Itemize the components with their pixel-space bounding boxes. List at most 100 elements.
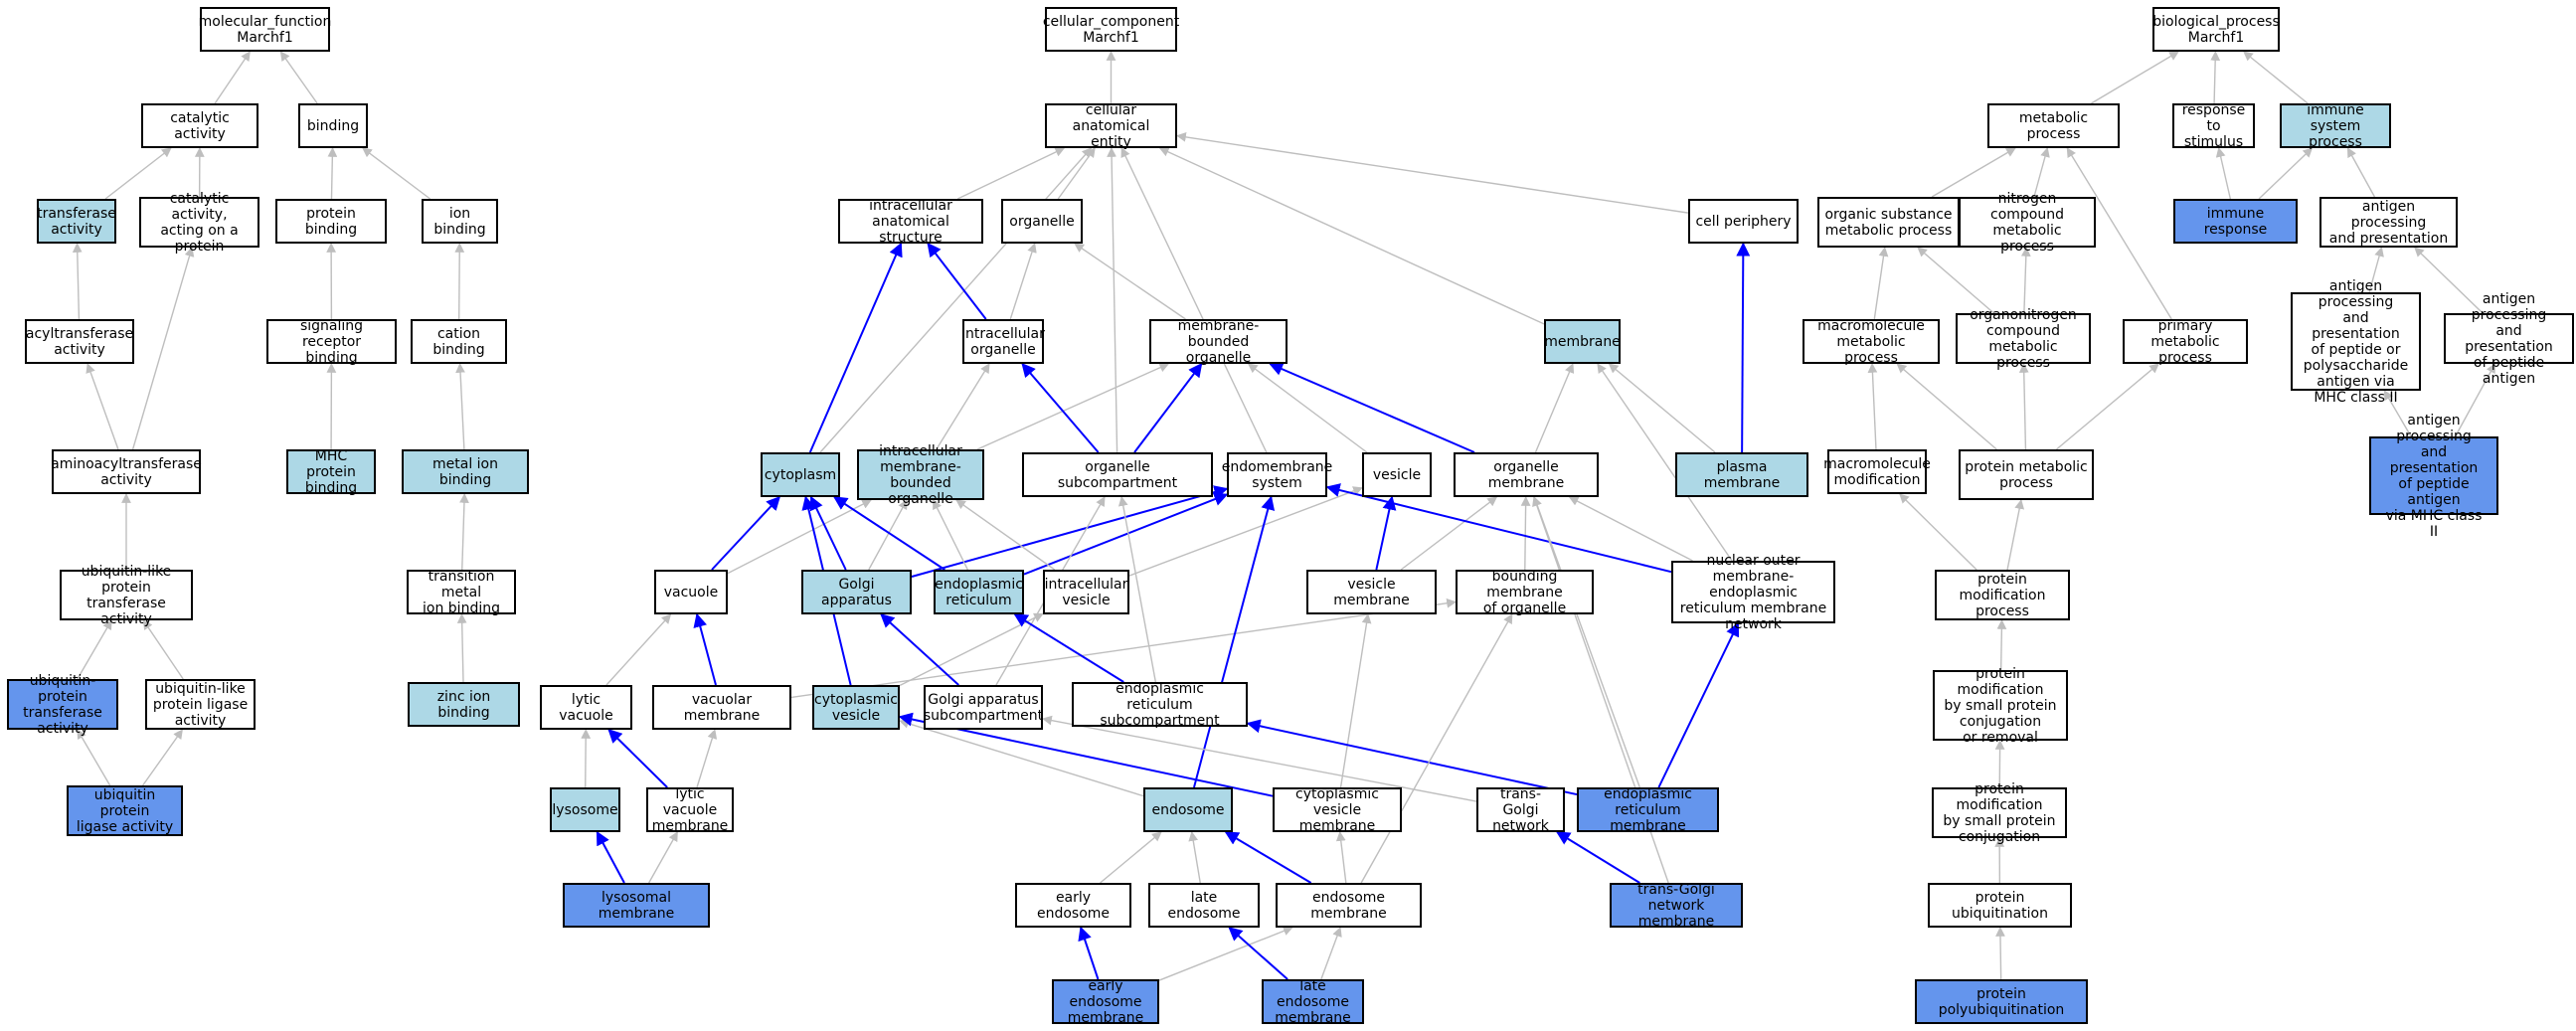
edge-transition-metal-to-metal-ion bbox=[459, 493, 469, 571]
edge-golgi-to-cytoplasm bbox=[809, 495, 847, 571]
edge-zinc-to-transition-metal bbox=[456, 613, 467, 683]
edge-org-membrane-to-membrane bbox=[1534, 363, 1575, 453]
edge-vesicle-membrane-to-org-membrane bbox=[1400, 496, 1498, 571]
edge-organonitrogen-to-organic-subst bbox=[1917, 247, 1994, 314]
edge-intra-vesicle-to-imbo bbox=[955, 499, 1056, 571]
go-term-node-ubl-ligase: ubiquitin-like protein ligase activity bbox=[145, 679, 256, 730]
edge-vacuole-to-imbo bbox=[727, 499, 872, 575]
go-term-node-metal-ion: metal ion binding bbox=[402, 449, 529, 494]
go-term-node-mf-root: molecular_function Marchf1 bbox=[199, 7, 331, 52]
go-term-node-response-stimulus: response to stimulus bbox=[2172, 102, 2255, 150]
edge-lytic-vac-membrane-to-vacuolar-membrane bbox=[696, 729, 718, 788]
go-term-node-early-endosome: early endosome bbox=[1015, 883, 1131, 928]
edge-imbo-to-mbo bbox=[976, 363, 1170, 450]
go-term-node-ubl-transferase: ubiquitin-like protein transferase activ… bbox=[60, 564, 193, 627]
edge-macromolecule-met-to-organic-subst bbox=[1873, 247, 1889, 320]
edge-er-to-cytoplasm bbox=[833, 496, 945, 571]
edge-aminoacyltransferase-to-cat-protein bbox=[131, 247, 195, 450]
go-term-node-nitrogen-comp: nitrogen compound metabolic process bbox=[1959, 191, 2096, 255]
edge-early-endo-membrane-to-endosome-membrane bbox=[1158, 926, 1293, 981]
edge-lysosome-to-lytic-vacuole bbox=[581, 729, 592, 788]
edge-ub-transferase-to-ubl-transferase bbox=[77, 619, 112, 680]
go-term-node-cation-binding: cation binding bbox=[411, 319, 507, 364]
edge-response-stimulus-to-bp-root bbox=[2210, 51, 2221, 104]
go-term-node-antigen-mhc2: antigen processing and presentation of p… bbox=[2291, 278, 2421, 406]
edge-endosome-membrane-to-cyto-vesicle-membrane bbox=[1335, 831, 1347, 884]
go-term-node-endosome: endosome bbox=[1143, 787, 1233, 832]
edge-intra-org-to-organelle bbox=[1009, 243, 1037, 320]
go-term-node-mhc-binding: MHC protein binding bbox=[286, 448, 376, 496]
edge-late-endo-membrane-to-endosome-membrane bbox=[1320, 927, 1342, 980]
go-term-node-cytoplasm: cytoplasm bbox=[761, 452, 840, 497]
edge-vesicle-to-mbo bbox=[1247, 363, 1368, 453]
edge-protein-polyub-to-protein-ub bbox=[1995, 927, 2005, 980]
go-term-node-late-endo-membrane: late endosome membrane bbox=[1262, 978, 1364, 1026]
go-term-node-org-membrane: organelle membrane bbox=[1454, 452, 1599, 497]
edge-protein-met-to-organonitrogen bbox=[2018, 363, 2029, 450]
go-term-node-macromolecule-met: macromolecule metabolic process bbox=[1803, 318, 1940, 366]
go-term-node-protein-mod-small: protein modification by small protein co… bbox=[1933, 666, 2068, 746]
edge-er-to-imbo bbox=[933, 499, 968, 571]
go-term-node-nuclear-outer: nuclear outer membrane-endoplasmic retic… bbox=[1671, 553, 1835, 632]
go-term-node-macromolecule-mod: macromolecule modification bbox=[1823, 449, 1931, 494]
edge-golgi-to-imbo bbox=[868, 499, 908, 571]
go-term-node-cae: cellular anatomical entity bbox=[1045, 102, 1177, 150]
go-term-node-immune-system: immune system process bbox=[2280, 102, 2391, 150]
go-term-node-protein-met: protein metabolic process bbox=[1959, 449, 2094, 500]
edge-ub-ligase-to-ubl-ligase bbox=[142, 729, 183, 786]
edge-plasma-membrane-to-cell-periphery bbox=[1736, 242, 1751, 453]
edge-organic-subst-to-metabolic bbox=[1931, 147, 2016, 198]
edge-organelle-to-cae bbox=[1057, 147, 1096, 200]
edge-late-endosome-to-endosome bbox=[1188, 831, 1201, 884]
edge-membrane-to-cae bbox=[1158, 147, 1545, 325]
go-term-node-signaling-receptor: signaling receptor binding bbox=[266, 318, 397, 366]
edge-golgi-subcomp-to-golgi bbox=[880, 613, 959, 686]
go-term-node-protein-mod: protein modification process bbox=[1935, 570, 2070, 620]
go-term-node-imbo: intracellular membrane-bounded organelle bbox=[857, 443, 984, 507]
edge-cyto-vesicle-membrane-to-cyto-vesicle bbox=[898, 712, 1274, 797]
go-term-node-lysosomal-membrane: lysosomal membrane bbox=[563, 883, 710, 928]
edge-er-membrane-to-nuclear-outer bbox=[1657, 621, 1740, 788]
edge-vacuolar-membrane-to-bounding-membrane bbox=[790, 598, 1457, 699]
go-term-node-er-membrane: endoplasmic reticulum membrane bbox=[1577, 786, 1719, 834]
go-term-node-late-endosome: late endosome bbox=[1148, 883, 1260, 928]
go-term-node-ub-ligase: ubiquitin protein ligase activity bbox=[67, 785, 183, 836]
edge-ias-to-cae bbox=[956, 147, 1066, 200]
edge-antigen-peptide-mhc2-to-antigen-peptide bbox=[2454, 363, 2496, 437]
edge-tgn-membrane-to-trans-golgi bbox=[1555, 831, 1640, 884]
edge-protein-binding-to-binding bbox=[327, 147, 338, 200]
edge-cell-periphery-to-cae bbox=[1176, 132, 1689, 214]
edge-nuclear-outer-to-org-membrane bbox=[1568, 496, 1693, 562]
go-term-node-intra-vesicle: intracellular vesicle bbox=[1043, 570, 1129, 614]
edge-cyto-vesicle-to-intra-vesicle bbox=[899, 612, 1044, 687]
edge-trans-golgi-to-golgi-subcomp bbox=[1042, 715, 1477, 802]
go-term-node-cell-periphery: cell periphery bbox=[1688, 199, 1799, 244]
edge-acyltransferase-to-transferase bbox=[72, 243, 83, 320]
edge-catalytic-to-mf-root bbox=[214, 51, 251, 104]
edge-nuclear-outer-to-endomembrane bbox=[1325, 483, 1672, 574]
go-term-node-cc-root: cellular_component Marchf1 bbox=[1043, 7, 1179, 52]
go-term-node-organonitrogen: organonitrogen compound metabolic proces… bbox=[1956, 307, 2091, 371]
edge-primary-met-to-metabolic bbox=[2066, 147, 2172, 320]
edge-ub-ligase-to-ub-transferase bbox=[77, 729, 111, 786]
edge-cyto-vesicle-membrane-to-vesicle-membrane bbox=[1339, 613, 1372, 788]
edge-metabolic-to-bp-root bbox=[2091, 51, 2179, 104]
go-term-node-lytic-vac-membrane: lytic vacuole membrane bbox=[646, 786, 734, 834]
edge-antigen-mhc2-to-antigen-proc bbox=[2368, 247, 2384, 293]
edge-early-endosome-to-endosome bbox=[1100, 831, 1162, 884]
edge-binding-to-mf-root bbox=[279, 51, 318, 104]
edge-endosome-membrane-to-bounding-membrane bbox=[1360, 613, 1513, 884]
edge-nuclear-outer-to-membrane bbox=[1597, 363, 1733, 562]
go-term-node-protein-polyub: protein polyubiquitination bbox=[1915, 979, 2088, 1024]
go-term-node-vacuolar-membrane: vacuolar membrane bbox=[652, 685, 791, 730]
go-term-node-protein-ub: protein ubiquitination bbox=[1928, 883, 2072, 928]
go-term-node-tgn-membrane: trans-Golgi network membrane bbox=[1610, 882, 1743, 930]
go-term-node-vacuole: vacuole bbox=[654, 570, 728, 614]
go-term-node-vesicle-membrane: vesicle membrane bbox=[1306, 570, 1437, 614]
edge-protein-mod-to-macromolecule-mod bbox=[1899, 493, 1977, 571]
go-term-node-binding: binding bbox=[298, 103, 368, 148]
go-term-node-mbo: membrane-bounded organelle bbox=[1149, 318, 1288, 366]
go-term-node-cyto-vesicle: cytoplasmic vesicle bbox=[812, 685, 900, 730]
go-term-node-organelle: organelle bbox=[1001, 199, 1083, 244]
